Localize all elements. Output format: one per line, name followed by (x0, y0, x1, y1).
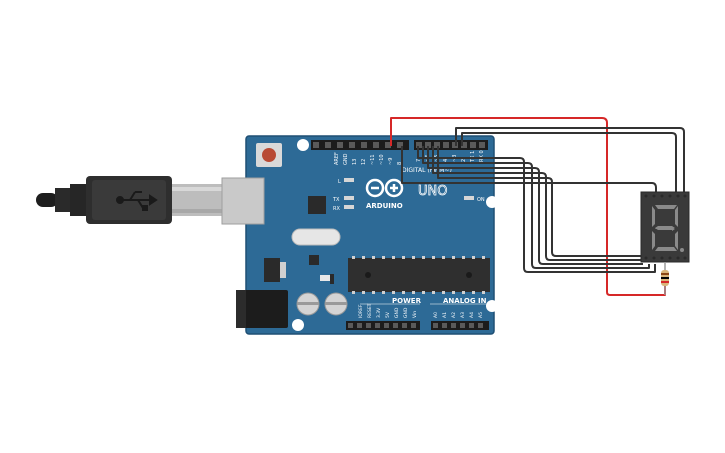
pin-label: A3 (460, 312, 466, 318)
pin-label: A4 (469, 312, 475, 318)
wire-black[interactable] (437, 146, 643, 257)
mounting-hole (486, 196, 498, 208)
reset-button[interactable] (256, 143, 282, 167)
wire-black[interactable] (461, 132, 680, 196)
power-header (346, 321, 420, 330)
dc-power-jack (236, 290, 288, 328)
usb-cable[interactable] (36, 176, 222, 224)
pin-label: RESET (367, 303, 373, 318)
model-label: UNO (418, 184, 447, 199)
digital-label: DIGITAL (PWM~) (402, 167, 452, 174)
wire-red[interactable] (390, 117, 666, 296)
pin-label: GND (343, 153, 349, 165)
pin-label: 7 (416, 159, 422, 162)
pin-label: TX 1 (470, 151, 476, 163)
pin-label: ~9 (388, 158, 394, 165)
pin-label: 13 (352, 159, 358, 165)
pin-label: RX 0 (479, 150, 485, 162)
digital-header-right (414, 140, 488, 150)
arduino-logo-icon (365, 178, 404, 198)
wire-black[interactable] (422, 146, 650, 269)
capacitors (296, 292, 348, 316)
pin-label: Vin (412, 311, 418, 318)
pin-label: A5 (478, 312, 484, 318)
pin-label: A0 (433, 312, 439, 318)
power-label: POWER (392, 297, 422, 305)
pin-label: GND (394, 307, 400, 318)
pin-label: A1 (442, 312, 448, 318)
svg-text:ON: ON (477, 197, 485, 203)
analog-header (431, 321, 489, 330)
usb-b-port (221, 177, 265, 225)
atmega-microcontroller (348, 256, 490, 294)
svg-text:L: L (338, 179, 341, 185)
small-component (320, 275, 330, 281)
wire-black[interactable] (401, 146, 657, 192)
small-chip (309, 255, 319, 265)
pin-label: ~11 (370, 154, 376, 165)
pin-label: 3.3V (376, 307, 382, 318)
mounting-hole (297, 139, 309, 151)
svg-text:TX: TX (332, 197, 340, 203)
resistor[interactable] (661, 262, 669, 295)
segments (652, 205, 684, 252)
regulator (264, 258, 280, 282)
pin-label: 2 (461, 159, 467, 162)
pin-label: A2 (451, 312, 457, 318)
pin-label: 8 (397, 162, 403, 165)
seven-segment-display[interactable]: 8. (640, 191, 690, 263)
mounting-hole (292, 319, 304, 331)
wire-black[interactable] (417, 146, 656, 273)
pin-label: 4 (443, 159, 449, 162)
pin-label: 5V (385, 311, 391, 318)
usb-interface-chip (308, 196, 326, 214)
mounting-hole (486, 300, 498, 312)
pin-label: ~10 (379, 154, 385, 165)
pin-label: GND (403, 307, 409, 318)
wire-black[interactable] (455, 127, 688, 211)
arduino-uno-board[interactable]: AREF GND 13 12 ~11 ~10 ~9 8 7 ~6 ~5 4 ~3… (221, 135, 498, 335)
svg-text:RX: RX (333, 206, 340, 212)
crystal-oscillator (291, 228, 341, 246)
analog-label: ANALOG IN (443, 297, 487, 305)
brand-label: ARDUINO (366, 202, 403, 210)
pin-label: IOREF (358, 304, 364, 318)
digital-header-left (311, 140, 409, 150)
wires[interactable] (390, 117, 688, 296)
pin-label: 12 (361, 159, 367, 165)
status-leds: L TX RX ON (332, 178, 485, 212)
usb-icon (116, 191, 158, 211)
pin-label: AREF (334, 152, 340, 165)
